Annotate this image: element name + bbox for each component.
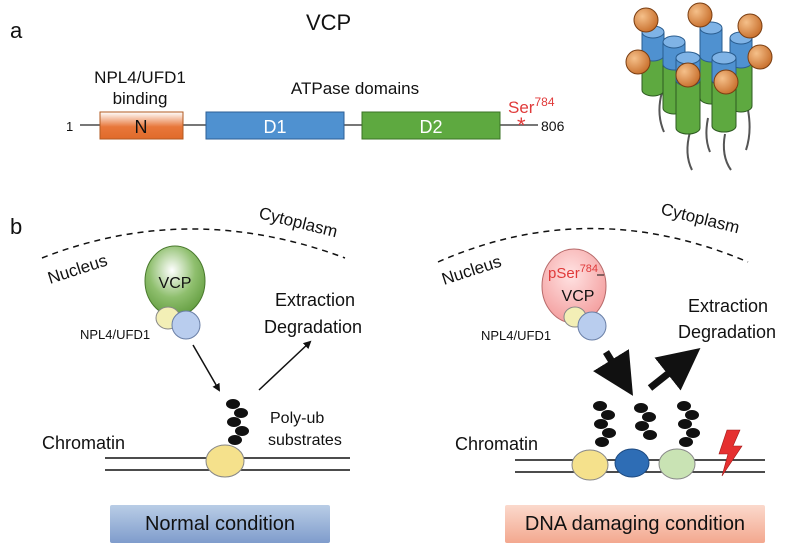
dna-damage-lightning-icon (718, 429, 743, 477)
normal-chromatin-label: Chromatin (42, 433, 125, 453)
damage-cofactor-npl4 (577, 311, 607, 341)
damage-nuclear-envelope (437, 227, 749, 263)
normal-cytoplasm-label: Cytoplasm (257, 203, 340, 241)
normal-arrow-out (258, 340, 312, 391)
damage-substrate-yellow (571, 449, 609, 481)
normal-degradation-label: Degradation (264, 317, 362, 337)
panel-b-label: b (10, 214, 22, 239)
damage-cofactor-label: NPL4/UFD1 (481, 328, 551, 343)
vcp-hexamer-illustration (625, 2, 773, 171)
normal-substrate (205, 444, 245, 478)
normal-polyub-chain (226, 399, 249, 445)
end-residue: 806 (541, 118, 565, 134)
damage-polyub-chain-3 (677, 401, 700, 447)
damage-condition-label: DNA damaging condition (524, 512, 746, 535)
binding-label-line2: binding (113, 89, 168, 108)
domain-d2 (361, 111, 501, 140)
normal-extraction-label: Extraction (275, 290, 355, 310)
damage-extraction-label: Extraction (688, 296, 768, 316)
domain-n-label: N (135, 117, 148, 137)
normal-nucleus-label: Nucleus (45, 251, 109, 288)
normal-polyub-label-line1: Poly-ub (270, 410, 324, 427)
damage-arrow-in (593, 349, 634, 396)
damage-substrate-blue (614, 448, 650, 478)
damage-degradation-label: Degradation (678, 322, 776, 342)
start-residue: 1 (66, 119, 73, 134)
normal-vcp-label: VCP (159, 275, 192, 292)
pser784-label: pSer784 (548, 263, 598, 282)
domain-d2-label: D2 (419, 117, 442, 137)
normal-condition-label: Normal condition (144, 512, 296, 535)
normal-cofactor-npl4 (171, 310, 201, 340)
damage-polyub-chain-1 (593, 401, 616, 447)
normal-condition-box: Normal condition (110, 505, 330, 543)
damage-condition-box: DNA damaging condition (505, 505, 765, 543)
binding-label-line1: NPL4/UFD1 (94, 68, 186, 87)
normal-arrow-in (192, 344, 221, 392)
normal-nuclear-envelope (41, 228, 346, 259)
damage-arrow-out (647, 347, 701, 391)
normal-cofactor-label: NPL4/UFD1 (80, 327, 150, 342)
vcp-title: VCP (306, 10, 351, 35)
panel-a-label: a (10, 18, 23, 43)
ser784-label: Ser784 (508, 95, 555, 117)
domain-d1 (205, 111, 345, 140)
damage-vcp-label: VCP (562, 288, 595, 305)
damage-cytoplasm-label: Cytoplasm (659, 199, 742, 237)
domain-n (99, 111, 184, 140)
normal-polyub-label-line2: substrates (268, 432, 342, 449)
domain-d1-label: D1 (263, 117, 286, 137)
atpase-label: ATPase domains (291, 79, 419, 98)
damage-polyub-chain-2 (634, 403, 657, 440)
damage-chromatin-label: Chromatin (455, 434, 538, 454)
ser784-marker: * (517, 113, 526, 138)
damage-substrate-green (658, 448, 696, 480)
